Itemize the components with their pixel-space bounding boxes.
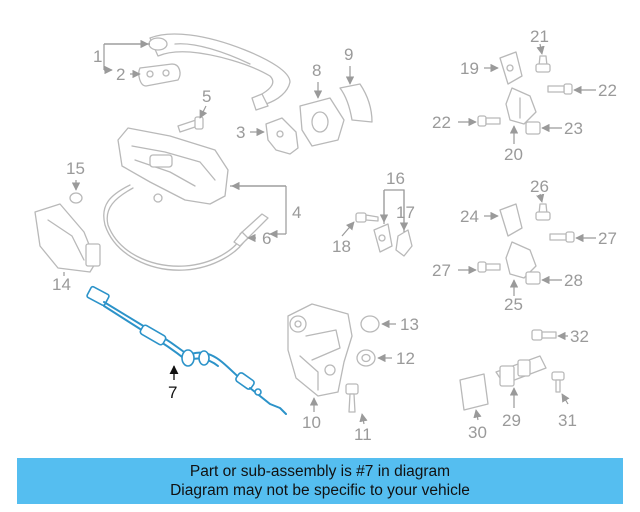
callout-5: 5 (202, 87, 211, 106)
part-22-bolt-lower (477, 115, 501, 127)
callout-21: 21 (530, 27, 549, 46)
part-27-bolt-upper (549, 231, 575, 243)
callout-31: 31 (558, 411, 577, 430)
part-8-handle-base (299, 97, 345, 147)
part-6-clip (233, 213, 269, 247)
callout-24: 24 (460, 207, 479, 226)
info-banner: Part or sub-assembly is #7 in diagram Di… (17, 458, 623, 504)
callout-22-upper: 22 (598, 81, 617, 100)
part-25-hinge (505, 241, 537, 279)
callout-17: 17 (396, 203, 415, 222)
part-17-plate (395, 229, 413, 257)
callout-labels: 1 2 5 3 4 6 7 8 9 10 11 12 13 14 15 16 1… (52, 27, 617, 444)
callout-6: 6 (262, 229, 271, 248)
banner-line-1: Part or sub-assembly is #7 in diagram (189, 463, 451, 480)
part-11-bolt (345, 383, 359, 413)
callout-10: 10 (302, 413, 321, 432)
part-16-striker (373, 223, 393, 253)
part-12-grommet (356, 349, 376, 367)
callout-2: 2 (116, 65, 125, 84)
leader-lines (63, 39, 596, 425)
callout-28: 28 (564, 271, 583, 290)
part-26-bolt (535, 203, 551, 221)
callout-30: 30 (468, 423, 487, 442)
callout-25: 25 (504, 295, 523, 314)
callout-20: 20 (504, 145, 523, 164)
part-15-nut (69, 192, 83, 204)
part-29-door-check (495, 355, 547, 387)
callout-27-upper: 27 (598, 229, 617, 248)
callout-3: 3 (236, 123, 245, 142)
part-3-bracket (265, 117, 299, 155)
callout-23: 23 (564, 119, 583, 138)
callout-9: 9 (344, 45, 353, 64)
part-30-housing (459, 373, 489, 411)
callout-22-lower: 22 (432, 113, 451, 132)
callout-18: 18 (332, 237, 351, 256)
callout-26: 26 (530, 177, 549, 196)
part-32-bolt (531, 329, 557, 341)
part-9-handle-cap (339, 83, 373, 123)
part-7-cable (86, 285, 287, 415)
callout-15: 15 (66, 159, 85, 178)
part-24-hinge-bracket (499, 203, 523, 237)
part-19-hinge-bracket (499, 51, 523, 85)
callout-7: 7 (168, 383, 177, 402)
part-13-washer (360, 315, 380, 333)
part-21-bolt (535, 55, 551, 73)
callout-29: 29 (502, 411, 521, 430)
part-20-hinge (505, 87, 537, 125)
callout-14: 14 (52, 275, 71, 294)
callout-12: 12 (396, 349, 415, 368)
part-31-bolt (551, 371, 565, 393)
callout-13: 13 (400, 315, 419, 334)
callout-27-lower: 27 (432, 261, 451, 280)
callout-32: 32 (570, 327, 589, 346)
parts-diagram: 1 2 5 3 4 6 7 8 9 10 11 12 13 14 15 16 1… (34, 27, 617, 444)
part-22-bolt-upper (547, 83, 573, 95)
part-5-screw (177, 116, 204, 133)
part-10-latch (287, 303, 353, 397)
callout-16: 16 (386, 169, 405, 188)
callout-4: 4 (292, 203, 301, 222)
part-2-handle-cover (138, 63, 181, 87)
part-28-block (525, 271, 541, 285)
part-4-inside-handle (103, 127, 246, 271)
callout-11: 11 (354, 425, 372, 444)
callout-1: 1 (93, 47, 102, 66)
part-27-bolt-lower (477, 261, 501, 273)
banner-line-2: Diagram may not be specific to your vehi… (170, 482, 470, 499)
part-18-screw (355, 212, 379, 223)
part-1-outside-handle (148, 33, 291, 111)
part-14-housing (34, 203, 101, 273)
callout-8: 8 (312, 61, 321, 80)
part-23-block (525, 121, 541, 135)
callout-19: 19 (460, 59, 479, 78)
